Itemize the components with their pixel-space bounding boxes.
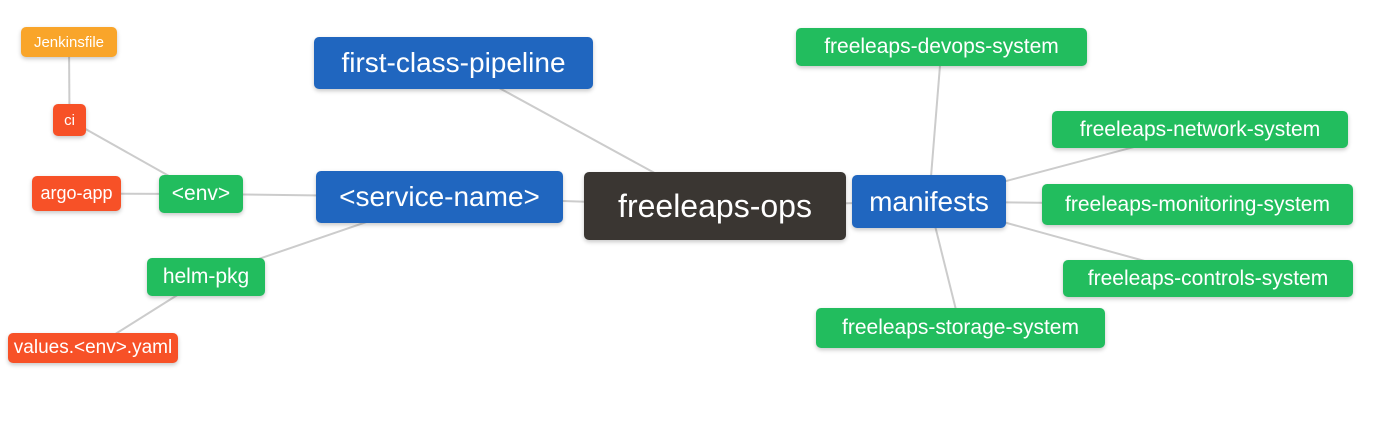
node-freeleaps-ops-root[interactable]: freeleaps-ops bbox=[584, 172, 846, 240]
node-manifests[interactable]: manifests bbox=[852, 175, 1006, 228]
node-service-name[interactable]: <service-name> bbox=[316, 171, 563, 223]
node-freeleaps-controls-system[interactable]: freeleaps-controls-system bbox=[1063, 260, 1353, 297]
node-argo-app[interactable]: argo-app bbox=[32, 176, 121, 211]
node-freeleaps-devops-system[interactable]: freeleaps-devops-system bbox=[796, 28, 1087, 66]
node-freeleaps-network-system[interactable]: freeleaps-network-system bbox=[1052, 111, 1348, 148]
node-freeleaps-monitoring-system[interactable]: freeleaps-monitoring-system bbox=[1042, 184, 1353, 225]
node-first-class-pipeline[interactable]: first-class-pipeline bbox=[314, 37, 593, 89]
node-ci[interactable]: ci bbox=[53, 104, 86, 136]
node-jenkinsfile[interactable]: Jenkinsfile bbox=[21, 27, 117, 57]
node-freeleaps-storage-system[interactable]: freeleaps-storage-system bbox=[816, 308, 1105, 348]
node-values-env-yaml[interactable]: values.<env>.yaml bbox=[8, 333, 178, 363]
node-env[interactable]: <env> bbox=[159, 175, 243, 213]
node-helm-pkg[interactable]: helm-pkg bbox=[147, 258, 265, 296]
